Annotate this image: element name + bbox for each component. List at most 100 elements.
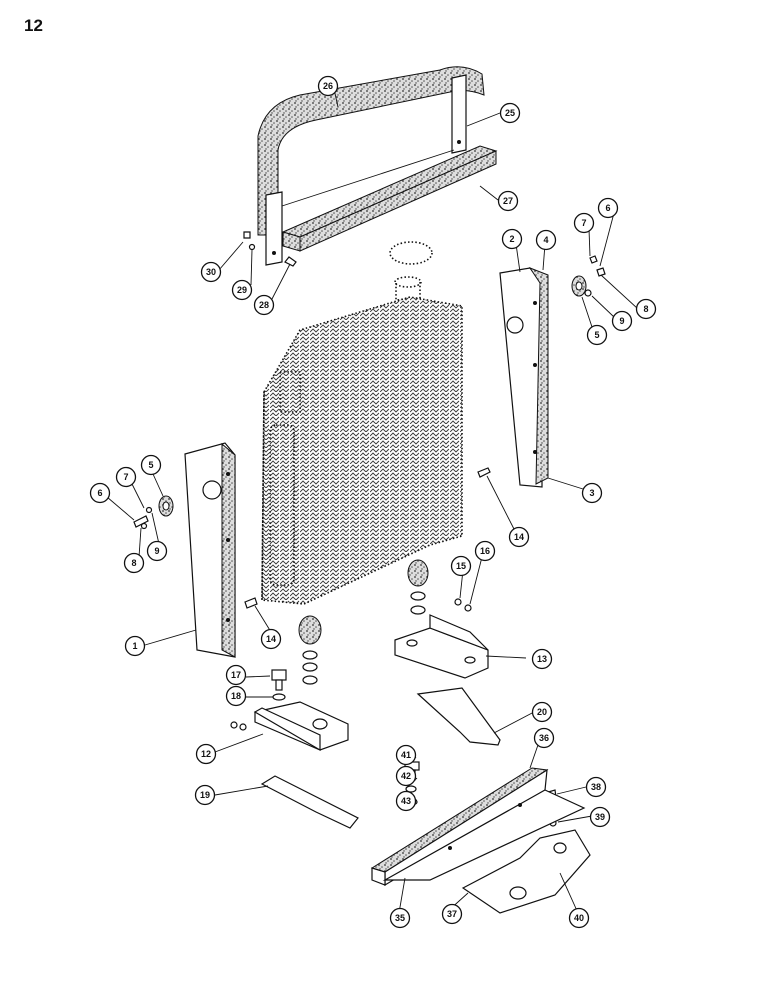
- callout-circle: [194, 784, 216, 806]
- callout-9: 9: [146, 540, 168, 562]
- callout-label: 3: [589, 488, 594, 498]
- callout-label: 5: [148, 460, 153, 470]
- seal-bracket-strap: [265, 74, 467, 266]
- callout-label: 40: [574, 913, 584, 923]
- callout-8: 8: [635, 298, 657, 320]
- callout-label: 42: [401, 771, 411, 781]
- callout-7: 7: [115, 466, 137, 488]
- rubber-grommet-right: [571, 275, 587, 297]
- callout-6: 6: [597, 197, 619, 219]
- callout-label: 7: [581, 218, 586, 228]
- callout-label: 6: [97, 488, 102, 498]
- right-side-panel: [499, 266, 549, 488]
- callout-28: 28: [253, 294, 275, 316]
- callout-circle: [508, 526, 530, 548]
- callout-label: 4: [543, 235, 548, 245]
- callout-39: 39: [589, 806, 611, 828]
- callout-circle: [441, 903, 463, 925]
- callout-label: 14: [266, 634, 276, 644]
- callout-7: 7: [573, 212, 595, 234]
- callout-circle: [389, 907, 411, 929]
- callout-circle: [225, 664, 247, 686]
- callout-circle: [533, 727, 555, 749]
- callout-circle: [260, 628, 282, 650]
- bolt-and-washer: [271, 669, 287, 701]
- page-number: 12: [24, 16, 43, 35]
- callout-label: 6: [605, 203, 610, 213]
- callout-label: 18: [231, 691, 241, 701]
- callout-circle: [231, 279, 253, 301]
- callout-circle: [568, 907, 590, 929]
- callout-41: 41: [395, 744, 417, 766]
- callout-circle: [589, 806, 611, 828]
- callout-label: 13: [537, 654, 547, 664]
- callout-circle: [140, 454, 162, 476]
- callout-circle: [474, 540, 496, 562]
- callout-label: 19: [200, 790, 210, 800]
- callout-5: 5: [140, 454, 162, 476]
- callout-27: 27: [497, 190, 519, 212]
- callout-circle: [573, 212, 595, 234]
- right-shim: [416, 687, 501, 746]
- callout-label: 37: [447, 909, 457, 919]
- callout-label: 9: [619, 316, 624, 326]
- callout-6: 6: [89, 482, 111, 504]
- right-mount-bracket: [394, 614, 489, 679]
- callout-circle: [611, 310, 633, 332]
- callout-label: 39: [595, 812, 605, 822]
- callout-label: 17: [231, 670, 241, 680]
- callout-circle: [115, 466, 137, 488]
- callout-label: 28: [259, 300, 269, 310]
- callout-8: 8: [123, 552, 145, 574]
- frame-rail: [370, 767, 586, 887]
- callout-label: 7: [123, 472, 128, 482]
- callout-circle: [635, 298, 657, 320]
- callout-4: 4: [535, 229, 557, 251]
- callout-1: 1: [124, 635, 146, 657]
- callout-circle: [585, 776, 607, 798]
- callout-29: 29: [231, 279, 253, 301]
- callout-circle: [450, 555, 472, 577]
- callout-label: 8: [643, 304, 648, 314]
- callout-label: 20: [537, 707, 547, 717]
- callout-circle: [535, 229, 557, 251]
- callout-label: 36: [539, 733, 549, 743]
- callout-12: 12: [195, 743, 217, 765]
- callout-18: 18: [225, 685, 247, 707]
- callout-circle: [395, 744, 417, 766]
- callout-circle: [531, 648, 553, 670]
- callout-label: 8: [131, 558, 136, 568]
- callout-26: 26: [317, 75, 339, 97]
- bottom-plate: [461, 829, 591, 914]
- callout-42: 42: [395, 765, 417, 787]
- callout-circle: [146, 540, 168, 562]
- radiator-cap-ring: [389, 241, 433, 265]
- callout-label: 26: [323, 81, 333, 91]
- callout-label: 29: [237, 285, 247, 295]
- top-foam-seal: [257, 66, 485, 236]
- callout-35: 35: [389, 907, 411, 929]
- callout-16: 16: [474, 540, 496, 562]
- callout-label: 15: [456, 561, 466, 571]
- left-side-panel: [184, 442, 236, 658]
- callout-label: 14: [514, 532, 524, 542]
- callout-circle: [225, 685, 247, 707]
- callout-label: 12: [201, 749, 211, 759]
- callout-circle: [597, 197, 619, 219]
- callout-circle: [123, 552, 145, 574]
- callout-15: 15: [450, 555, 472, 577]
- left-mount-bracket: [253, 701, 349, 752]
- callout-circle: [581, 482, 603, 504]
- callout-label: 43: [401, 796, 411, 806]
- callout-label: 1: [132, 641, 137, 651]
- callout-circle: [497, 190, 519, 212]
- callout-circle: [253, 294, 275, 316]
- callout-circle: [89, 482, 111, 504]
- callout-label: 41: [401, 750, 411, 760]
- callout-circle: [531, 701, 553, 723]
- callout-label: 35: [395, 913, 405, 923]
- callout-3: 3: [581, 482, 603, 504]
- callout-25: 25: [499, 102, 521, 124]
